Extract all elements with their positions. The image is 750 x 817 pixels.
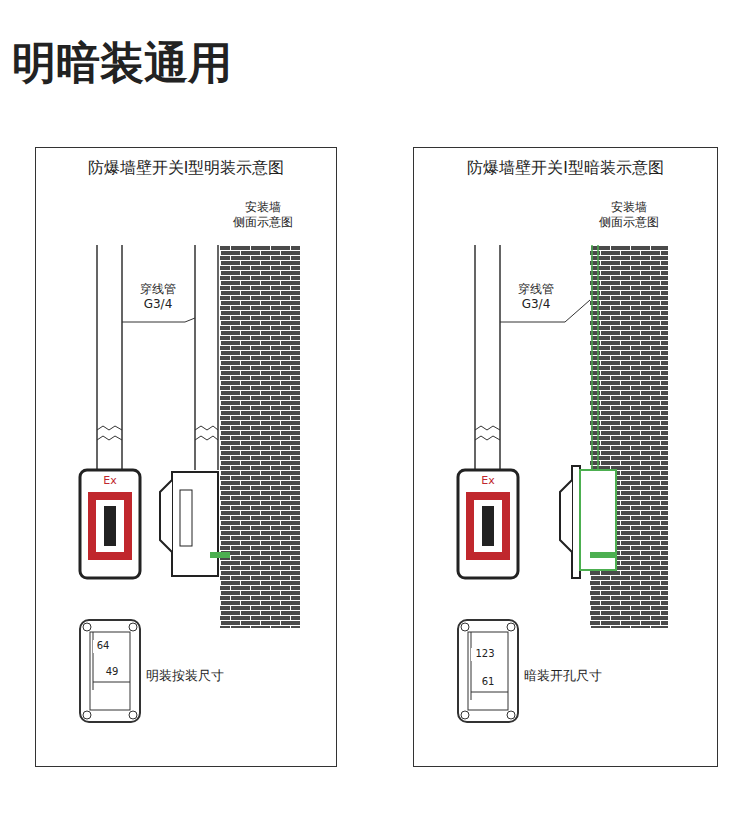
dimension: 61 bbox=[476, 676, 500, 689]
dimension: 64 bbox=[93, 640, 113, 653]
panel-heading: 防爆墙壁开关I型暗装示意图 bbox=[414, 158, 717, 179]
dimension: 123 bbox=[471, 648, 499, 661]
conduit-label: 穿线管 G3/4 bbox=[132, 282, 184, 312]
conduit-label: 穿线管 G3/4 bbox=[510, 282, 562, 312]
wall-label: 安装墙 侧面示意图 bbox=[594, 200, 664, 230]
wall-label: 安装墙 侧面示意图 bbox=[228, 200, 298, 230]
dimension: 49 bbox=[100, 666, 124, 679]
panel-heading: 防爆墙壁开关I型明装示意图 bbox=[36, 158, 336, 179]
ex-mark: Ex bbox=[98, 474, 122, 488]
ex-mark: Ex bbox=[476, 474, 500, 488]
page-title: 明暗装通用 bbox=[12, 34, 232, 93]
dimension-caption: 明装按装尺寸 bbox=[146, 668, 246, 684]
dimension-caption: 暗装开孔尺寸 bbox=[524, 668, 624, 684]
